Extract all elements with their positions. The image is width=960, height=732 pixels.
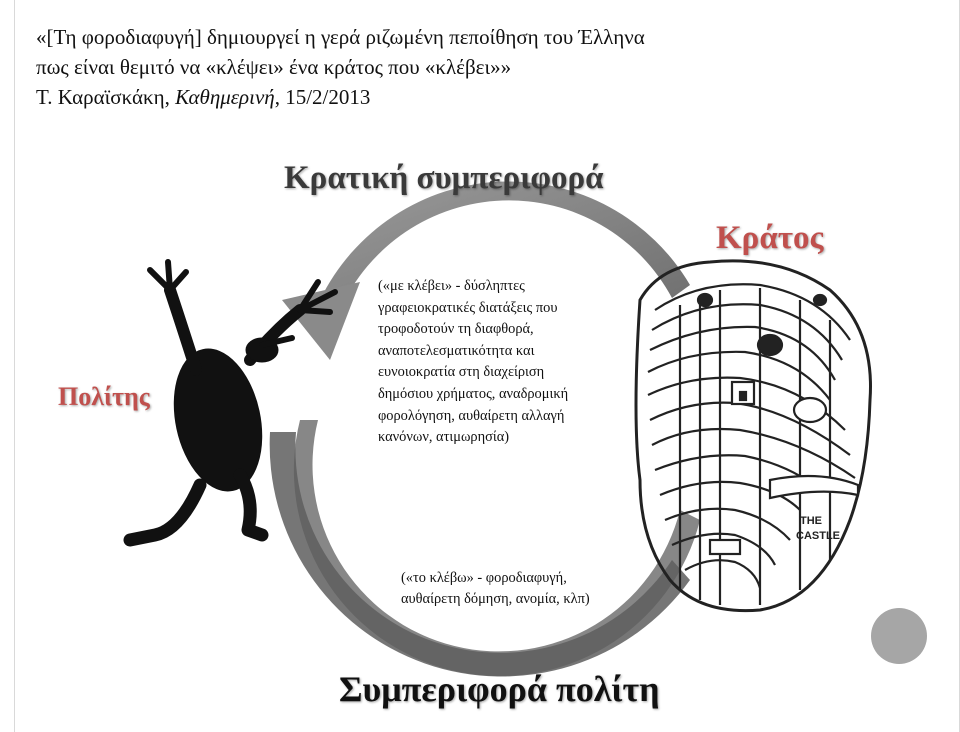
state-behavior-line: γραφειοκρατικές διατάξεις που [378,299,558,316]
quote-line-2: πως είναι θεμιτό να «κλέψει» ένα κράτος … [36,55,512,79]
state-behavior-line: κανόνων, ατιμωρησία) [378,429,510,446]
state-label: Κράτος [716,220,824,256]
state-behavior-line: αναποτελεσματικότητα και [378,342,535,359]
cycle-arrow-left-band [269,432,690,677]
castle-maze-illustration [634,259,872,613]
state-behavior-line: δημόσιου χρήματος, αναδρομική [378,385,569,402]
castle-sign-line-2: CASTLE [796,530,840,542]
state-behavior-description: («με κλέβει» - δύσληπτες γραφειοκρατικές… [378,276,628,449]
citizen-behavior-heading: Συμπεριφορά πολίτη [339,669,660,709]
state-behavior-line: («με κλέβει» - δύσληπτες [378,278,525,294]
cycle-arrow-top [320,181,690,310]
castle-sign-line-1: THE [800,515,822,527]
quote-author: Τ. Καραϊσκάκη, [36,85,176,109]
quote-date: , 15/2/2013 [274,85,371,109]
slide-decoration-circle [871,608,927,664]
quote-line-1: «[Τη φοροδιαφυγή] δημιουργεί η γερά ριζω… [36,25,645,49]
quote-attribution: Τ. Καραϊσκάκη, Καθημερινή, 15/2/2013 [36,82,896,112]
state-behavior-line: ευνοιοκρατία στη διαχείριση [378,364,545,381]
citizen-behavior-line: («το κλέβω» - φοροδιαφυγή, [401,570,567,586]
citizen-behavior-line: αυθαίρετη δόμηση, ανομία, κλπ) [401,591,590,607]
quote-source: Καθημερινή [175,85,275,109]
state-behavior-line: τροφοδοτούν τη διαφθορά, [378,321,534,338]
arrowhead-top [282,282,360,360]
citizen-behavior-description: («το κλέβω» - φοροδιαφυγή, αυθαίρετη δόμ… [401,568,641,610]
citizen-label: Πολίτης [58,382,150,411]
citizen-figure [123,259,338,547]
quote-block: «[Τη φοροδιαφυγή] δημιουργεί η γερά ριζω… [36,22,896,112]
state-behavior-heading: Κρατική συμπεριφορά [284,160,604,196]
state-behavior-line: φορολόγηση, αυθαίρετη αλλαγή [378,407,565,424]
